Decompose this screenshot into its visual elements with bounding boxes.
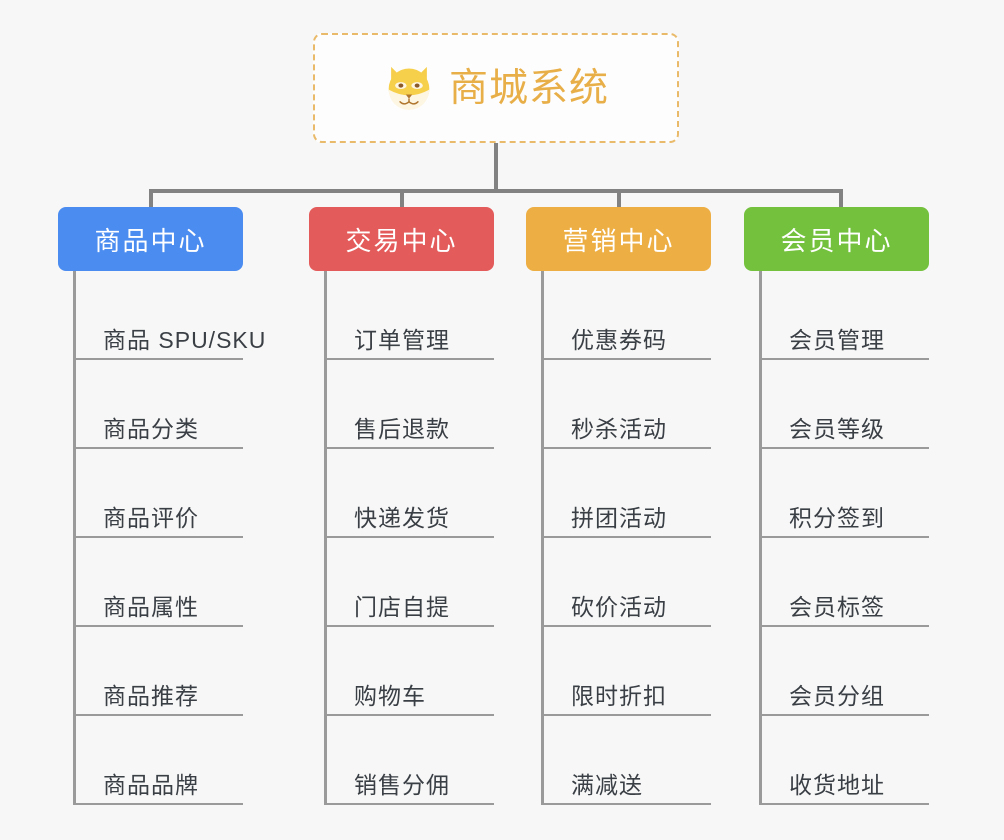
- leaf-item[interactable]: 售后退款: [324, 360, 494, 449]
- category-column-marketing: 营销中心 优惠券码 秒杀活动 拼团活动 砍价活动 限时折扣 满减送: [526, 207, 711, 805]
- leaf-item[interactable]: 会员分组: [759, 627, 929, 716]
- leaf-item-label: 快递发货: [354, 504, 450, 531]
- leaf-item[interactable]: 门店自提: [324, 538, 494, 627]
- leaf-item[interactable]: 商品属性: [73, 538, 243, 627]
- leaf-item[interactable]: 秒杀活动: [541, 360, 711, 449]
- leaf-item[interactable]: 快递发货: [324, 449, 494, 538]
- leaf-item[interactable]: 收货地址: [759, 716, 929, 805]
- leaf-item[interactable]: 拼团活动: [541, 449, 711, 538]
- leaf-item-label: 会员标签: [789, 593, 885, 620]
- category-column-member: 会员中心 会员管理 会员等级 积分签到 会员标签 会员分组 收货地址: [744, 207, 929, 805]
- leaf-list-product: 商品 SPU/SKU 商品分类 商品评价 商品属性 商品推荐 商品品牌: [58, 271, 265, 805]
- category-column-product: 商品中心 商品 SPU/SKU 商品分类 商品评价 商品属性 商品推荐 商品品牌: [58, 207, 265, 805]
- leaf-item-label: 门店自提: [354, 593, 450, 620]
- leaf-item-label: 限时折扣: [571, 682, 667, 709]
- leaf-item[interactable]: 积分签到: [759, 449, 929, 538]
- leaf-item[interactable]: 优惠券码: [541, 271, 711, 360]
- leaf-item-label: 积分签到: [789, 504, 885, 531]
- leaf-item-label: 秒杀活动: [571, 415, 667, 442]
- category-header-label: 营销中心: [562, 225, 675, 256]
- root-node[interactable]: 商城系统: [313, 33, 679, 143]
- leaf-item[interactable]: 会员管理: [759, 271, 929, 360]
- leaf-item[interactable]: 商品分类: [73, 360, 243, 449]
- leaf-item-label: 会员等级: [789, 415, 885, 442]
- leaf-spine: [759, 271, 762, 805]
- leaf-spine: [324, 271, 327, 805]
- leaf-item-label: 优惠券码: [571, 326, 667, 353]
- category-column-trade: 交易中心 订单管理 售后退款 快递发货 门店自提 购物车 销售分佣: [309, 207, 494, 805]
- leaf-item-label: 砍价活动: [571, 593, 667, 620]
- leaf-item-label: 会员管理: [789, 326, 885, 353]
- root-title: 商城系统: [448, 66, 609, 110]
- leaf-list-member: 会员管理 会员等级 积分签到 会员标签 会员分组 收货地址: [744, 271, 929, 805]
- leaf-item[interactable]: 订单管理: [324, 271, 494, 360]
- connector-drop-0: [149, 189, 153, 211]
- leaf-item[interactable]: 会员标签: [759, 538, 929, 627]
- connector-root-stem: [494, 143, 498, 191]
- leaf-spine: [73, 271, 76, 805]
- leaf-item-label: 售后退款: [354, 415, 450, 442]
- connector-drop-3: [839, 189, 843, 211]
- leaf-item-label: 销售分佣: [354, 771, 450, 798]
- leaf-item-label: 商品属性: [103, 593, 199, 620]
- leaf-item-label: 商品品牌: [103, 771, 199, 798]
- category-header-marketing[interactable]: 营销中心: [526, 207, 711, 271]
- leaf-item-label: 购物车: [354, 682, 426, 709]
- leaf-item-label: 满减送: [571, 771, 643, 798]
- leaf-item-label: 会员分组: [789, 682, 885, 709]
- category-header-label: 会员中心: [780, 225, 893, 256]
- connector-horizontal-bus: [149, 189, 843, 193]
- leaf-item-label: 拼团活动: [571, 504, 667, 531]
- leaf-item-label: 商品评价: [103, 504, 199, 531]
- leaf-list-marketing: 优惠券码 秒杀活动 拼团活动 砍价活动 限时折扣 满减送: [526, 271, 711, 805]
- leaf-item-label: 收货地址: [789, 771, 885, 798]
- category-header-member[interactable]: 会员中心: [744, 207, 929, 271]
- leaf-item[interactable]: 砍价活动: [541, 538, 711, 627]
- leaf-item[interactable]: 商品 SPU/SKU: [73, 271, 265, 360]
- leaf-item[interactable]: 会员等级: [759, 360, 929, 449]
- category-header-label: 商品中心: [94, 225, 207, 256]
- connector-drop-2: [617, 189, 621, 211]
- connector-drop-1: [400, 189, 404, 211]
- leaf-item[interactable]: 限时折扣: [541, 627, 711, 716]
- leaf-list-trade: 订单管理 售后退款 快递发货 门店自提 购物车 销售分佣: [309, 271, 494, 805]
- leaf-item[interactable]: 商品品牌: [73, 716, 243, 805]
- category-header-trade[interactable]: 交易中心: [309, 207, 494, 271]
- leaf-item-label: 商品 SPU/SKU: [103, 326, 267, 353]
- category-header-product[interactable]: 商品中心: [58, 207, 243, 271]
- leaf-item[interactable]: 商品评价: [73, 449, 243, 538]
- leaf-item-label: 商品分类: [103, 415, 199, 442]
- leaf-item[interactable]: 购物车: [324, 627, 494, 716]
- category-header-label: 交易中心: [345, 225, 458, 256]
- leaf-spine: [541, 271, 544, 805]
- shiba-dog-face-icon: [388, 66, 430, 110]
- leaf-item[interactable]: 满减送: [541, 716, 711, 805]
- leaf-item-label: 商品推荐: [103, 682, 199, 709]
- leaf-item-label: 订单管理: [354, 326, 450, 353]
- leaf-item[interactable]: 销售分佣: [324, 716, 494, 805]
- leaf-item[interactable]: 商品推荐: [73, 627, 243, 716]
